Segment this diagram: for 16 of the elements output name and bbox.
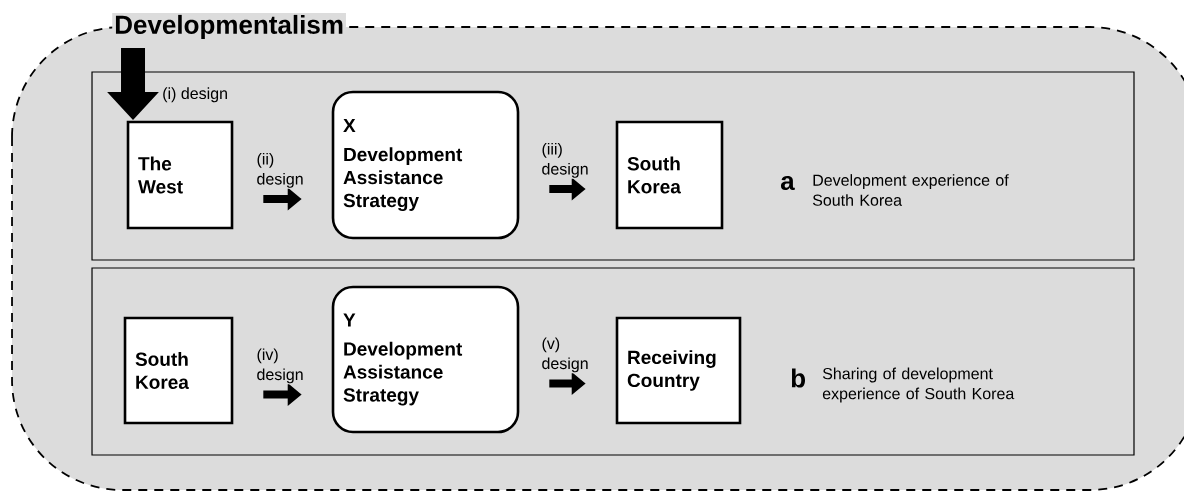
panel-caption: Sharing of development experience of South Korea bbox=[822, 367, 1015, 403]
edge-label: (ii) design bbox=[255, 151, 310, 189]
panel-letter: b bbox=[791, 368, 805, 388]
strategy-box: X Development Assistance Strategy bbox=[331, 90, 520, 240]
edge-label: (v) design bbox=[540, 336, 595, 374]
strategy-box: Y Development Assistance Strategy bbox=[331, 285, 520, 434]
actor-box: South Korea bbox=[615, 120, 724, 230]
region-title: Developmentalism bbox=[112, 12, 346, 42]
edge-label: (iii) design bbox=[540, 141, 595, 179]
edge-label: (i) design bbox=[161, 86, 229, 104]
actor-box: The West bbox=[126, 120, 234, 230]
actor-box: Receiving Country bbox=[615, 316, 742, 425]
edge-label: (iv) design bbox=[255, 347, 310, 385]
panel-caption: Development experience of South Korea bbox=[812, 174, 1009, 206]
actor-box: South Korea bbox=[123, 316, 234, 425]
panel-letter: a bbox=[780, 175, 795, 191]
